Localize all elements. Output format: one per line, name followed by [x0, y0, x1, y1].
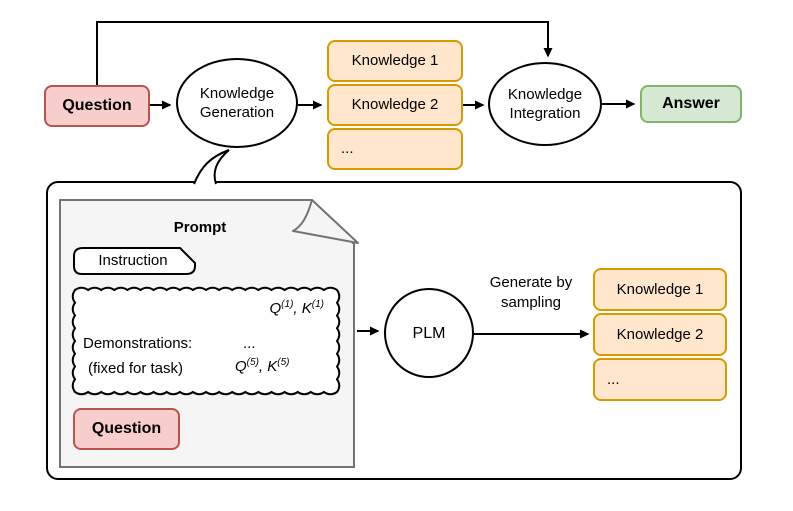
- generated-knowledge-2-box: Knowledge 2: [593, 313, 727, 356]
- knowledge-2-box: Knowledge 2: [327, 84, 463, 126]
- arrow-question-to-integration: [96, 21, 553, 85]
- integration-label-line2: Integration: [509, 105, 581, 122]
- knowledge-integration-node: Knowledge Integration: [488, 62, 602, 146]
- generation-label-line1: Knowledge: [199, 85, 275, 102]
- integration-label-line1: Knowledge: [507, 86, 583, 103]
- answer-node: Answer: [640, 85, 742, 123]
- generation-label-line2: Generation: [199, 104, 275, 121]
- demonstrations-block: Q(1), K(1) Demonstrations: ... (fixed fo…: [75, 290, 337, 392]
- demo-qk5: Q(5), K(5): [235, 357, 290, 375]
- prompt-title: Prompt: [173, 219, 227, 236]
- generated-knowledge-1-label: Knowledge 1: [616, 280, 704, 298]
- question-label: Question: [62, 97, 132, 114]
- knowledge-2-label: Knowledge 2: [351, 96, 439, 113]
- knowledge-more-label: ...: [341, 140, 354, 157]
- bottom-knowledge-stack: Knowledge 1 Knowledge 2 ...: [593, 268, 727, 401]
- knowledge-more-box: ...: [327, 128, 463, 170]
- prompt-question-node: Question: [73, 408, 180, 450]
- instruction-label: Instruction: [98, 252, 168, 269]
- generated-knowledge-more-label: ...: [607, 370, 620, 388]
- generate-by-sampling-label: Generate by sampling: [489, 274, 573, 311]
- question-node: Question: [44, 85, 150, 127]
- callout-tail: [193, 149, 230, 185]
- plm-label: PLM: [412, 324, 446, 342]
- answer-label: Answer: [662, 95, 720, 112]
- generated-knowledge-1-box: Knowledge 1: [593, 268, 727, 311]
- demonstrations-dots: ...: [243, 335, 256, 352]
- demonstrations-label: Demonstrations:: [83, 335, 193, 352]
- demo-qk1: Q(1), K(1): [269, 299, 325, 317]
- generated-knowledge-more-box: ...: [593, 358, 727, 401]
- plm-node: PLM: [384, 288, 474, 378]
- knowledge-generation-node: Knowledge Generation: [176, 58, 298, 148]
- knowledge-1-label: Knowledge 1: [351, 52, 439, 69]
- generated-knowledge-2-label: Knowledge 2: [616, 325, 704, 343]
- knowledge-1-box: Knowledge 1: [327, 40, 463, 82]
- top-knowledge-stack: Knowledge 1 Knowledge 2 ...: [327, 40, 463, 170]
- prompt-question-label: Question: [91, 420, 162, 437]
- fixed-for-task-label: (fixed for task): [88, 360, 184, 377]
